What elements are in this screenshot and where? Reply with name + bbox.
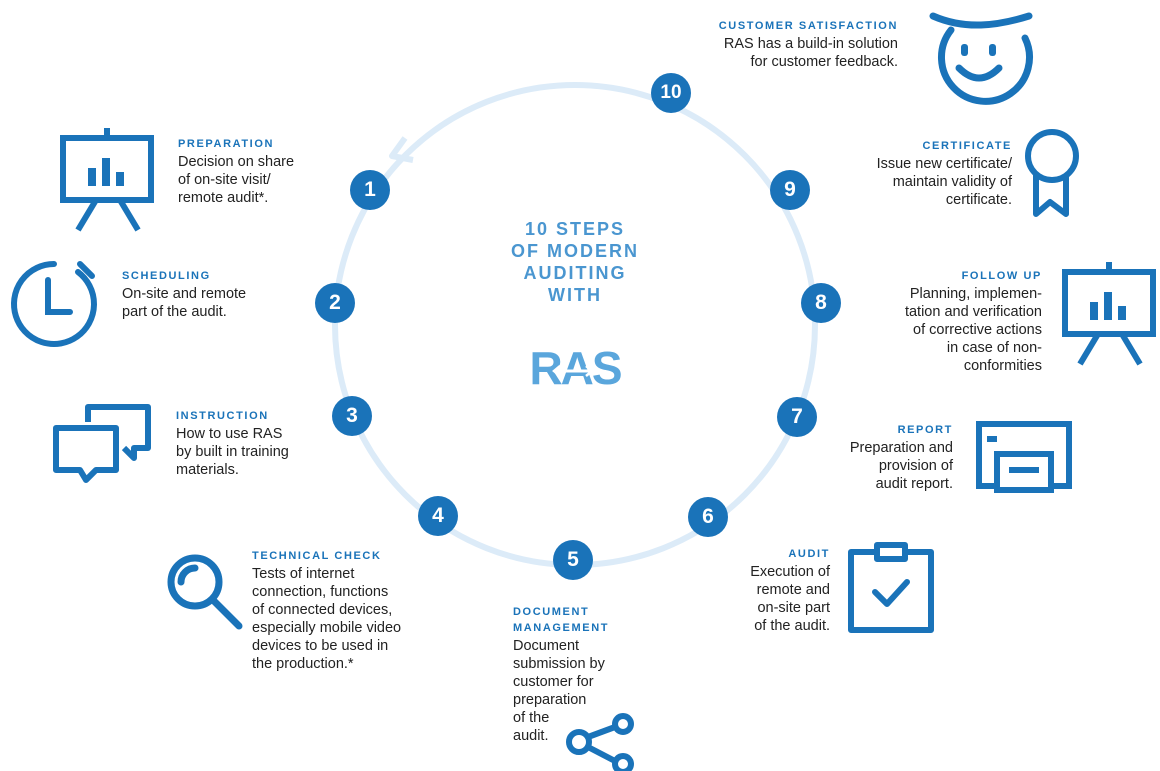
step-description: Tests of internet connection, functions … [252, 566, 402, 672]
presentation-board-icon [60, 128, 154, 232]
step-description: Execution of remote and on-site part of … [750, 564, 830, 634]
title-line: 10 STEPS [524, 219, 626, 239]
printer-icon [976, 421, 1072, 493]
step-number-8: 8 [801, 283, 841, 323]
diagram-title: 10 STEPS OF MODERN AUDITING WITH [480, 218, 670, 306]
step-heading: INSTRUCTION [176, 410, 269, 422]
title-line: AUDITING [523, 263, 627, 283]
step-instruction: INSTRUCTION How to use RAS by built in t… [176, 408, 289, 479]
step-description: RAS has a build-in solution for customer… [723, 36, 898, 70]
step-description: On-site and remote part of the audit. [122, 286, 247, 320]
magnifier-icon [167, 554, 243, 630]
presentation-board-icon [1062, 262, 1156, 366]
step-heading: DOCUMENT MANAGEMENT [513, 606, 610, 634]
step-certificate: CERTIFICATE Issue new certificate/ maint… [820, 138, 1012, 209]
step-heading: SCHEDULING [122, 270, 211, 282]
step-preparation: PREPARATION Decision on share of on-site… [178, 136, 294, 207]
step-heading: CUSTOMER SATISFACTION [718, 20, 898, 32]
stopwatch-icon [11, 261, 97, 347]
step-follow-up: FOLLOW UP Planning, implemen- tation and… [852, 268, 1042, 375]
step-technical-check: TECHNICAL CHECK Tests of internet connec… [252, 548, 401, 673]
step-heading: PREPARATION [178, 138, 275, 150]
share-icon [566, 713, 634, 771]
step-report: REPORT Preparation and provision of audi… [800, 422, 953, 493]
step-number-3: 3 [332, 396, 372, 436]
clipboard-check-icon [848, 542, 934, 633]
smiley-icon [929, 12, 1033, 105]
step-number-7: 7 [777, 397, 817, 437]
step-description: Planning, implemen- tation and verificat… [904, 286, 1042, 374]
step-heading: FOLLOW UP [961, 270, 1042, 282]
step-number-2: 2 [315, 283, 355, 323]
award-ribbon-icon [1025, 129, 1079, 217]
step-number-6: 6 [688, 497, 728, 537]
step-number-5: 5 [553, 540, 593, 580]
step-audit: AUDIT Execution of remote and on-site pa… [700, 546, 830, 635]
step-heading: REPORT [897, 424, 953, 436]
step-number-1: 1 [350, 170, 390, 210]
ras-logo: RAS [529, 342, 622, 392]
step-description: Preparation and provision of audit repor… [849, 440, 953, 492]
chat-bubbles-icon [53, 404, 151, 483]
step-number-10: 10 [651, 73, 691, 113]
step-description: Issue new certificate/ maintain validity… [876, 156, 1012, 208]
title-line: OF MODERN [511, 241, 639, 261]
step-description: Document submission by customer for prep… [513, 638, 605, 744]
step-number-4: 4 [418, 496, 458, 536]
step-heading: AUDIT [788, 548, 830, 560]
title-line: WITH [548, 285, 602, 305]
step-customer-satisfaction: CUSTOMER SATISFACTION RAS has a build-in… [670, 18, 898, 71]
step-description: Decision on share of on-site visit/ remo… [178, 154, 295, 206]
svg-text:RAS: RAS [529, 342, 620, 392]
step-heading: TECHNICAL CHECK [252, 550, 382, 562]
step-number-9: 9 [770, 170, 810, 210]
step-scheduling: SCHEDULING On-site and remote part of th… [122, 268, 246, 321]
cycle-arrow-head [389, 136, 414, 163]
step-description: How to use RAS by built in training mate… [176, 426, 289, 478]
step-document-management: DOCUMENT MANAGEMENT Document submission … [513, 604, 609, 745]
step-heading: CERTIFICATE [922, 140, 1012, 152]
